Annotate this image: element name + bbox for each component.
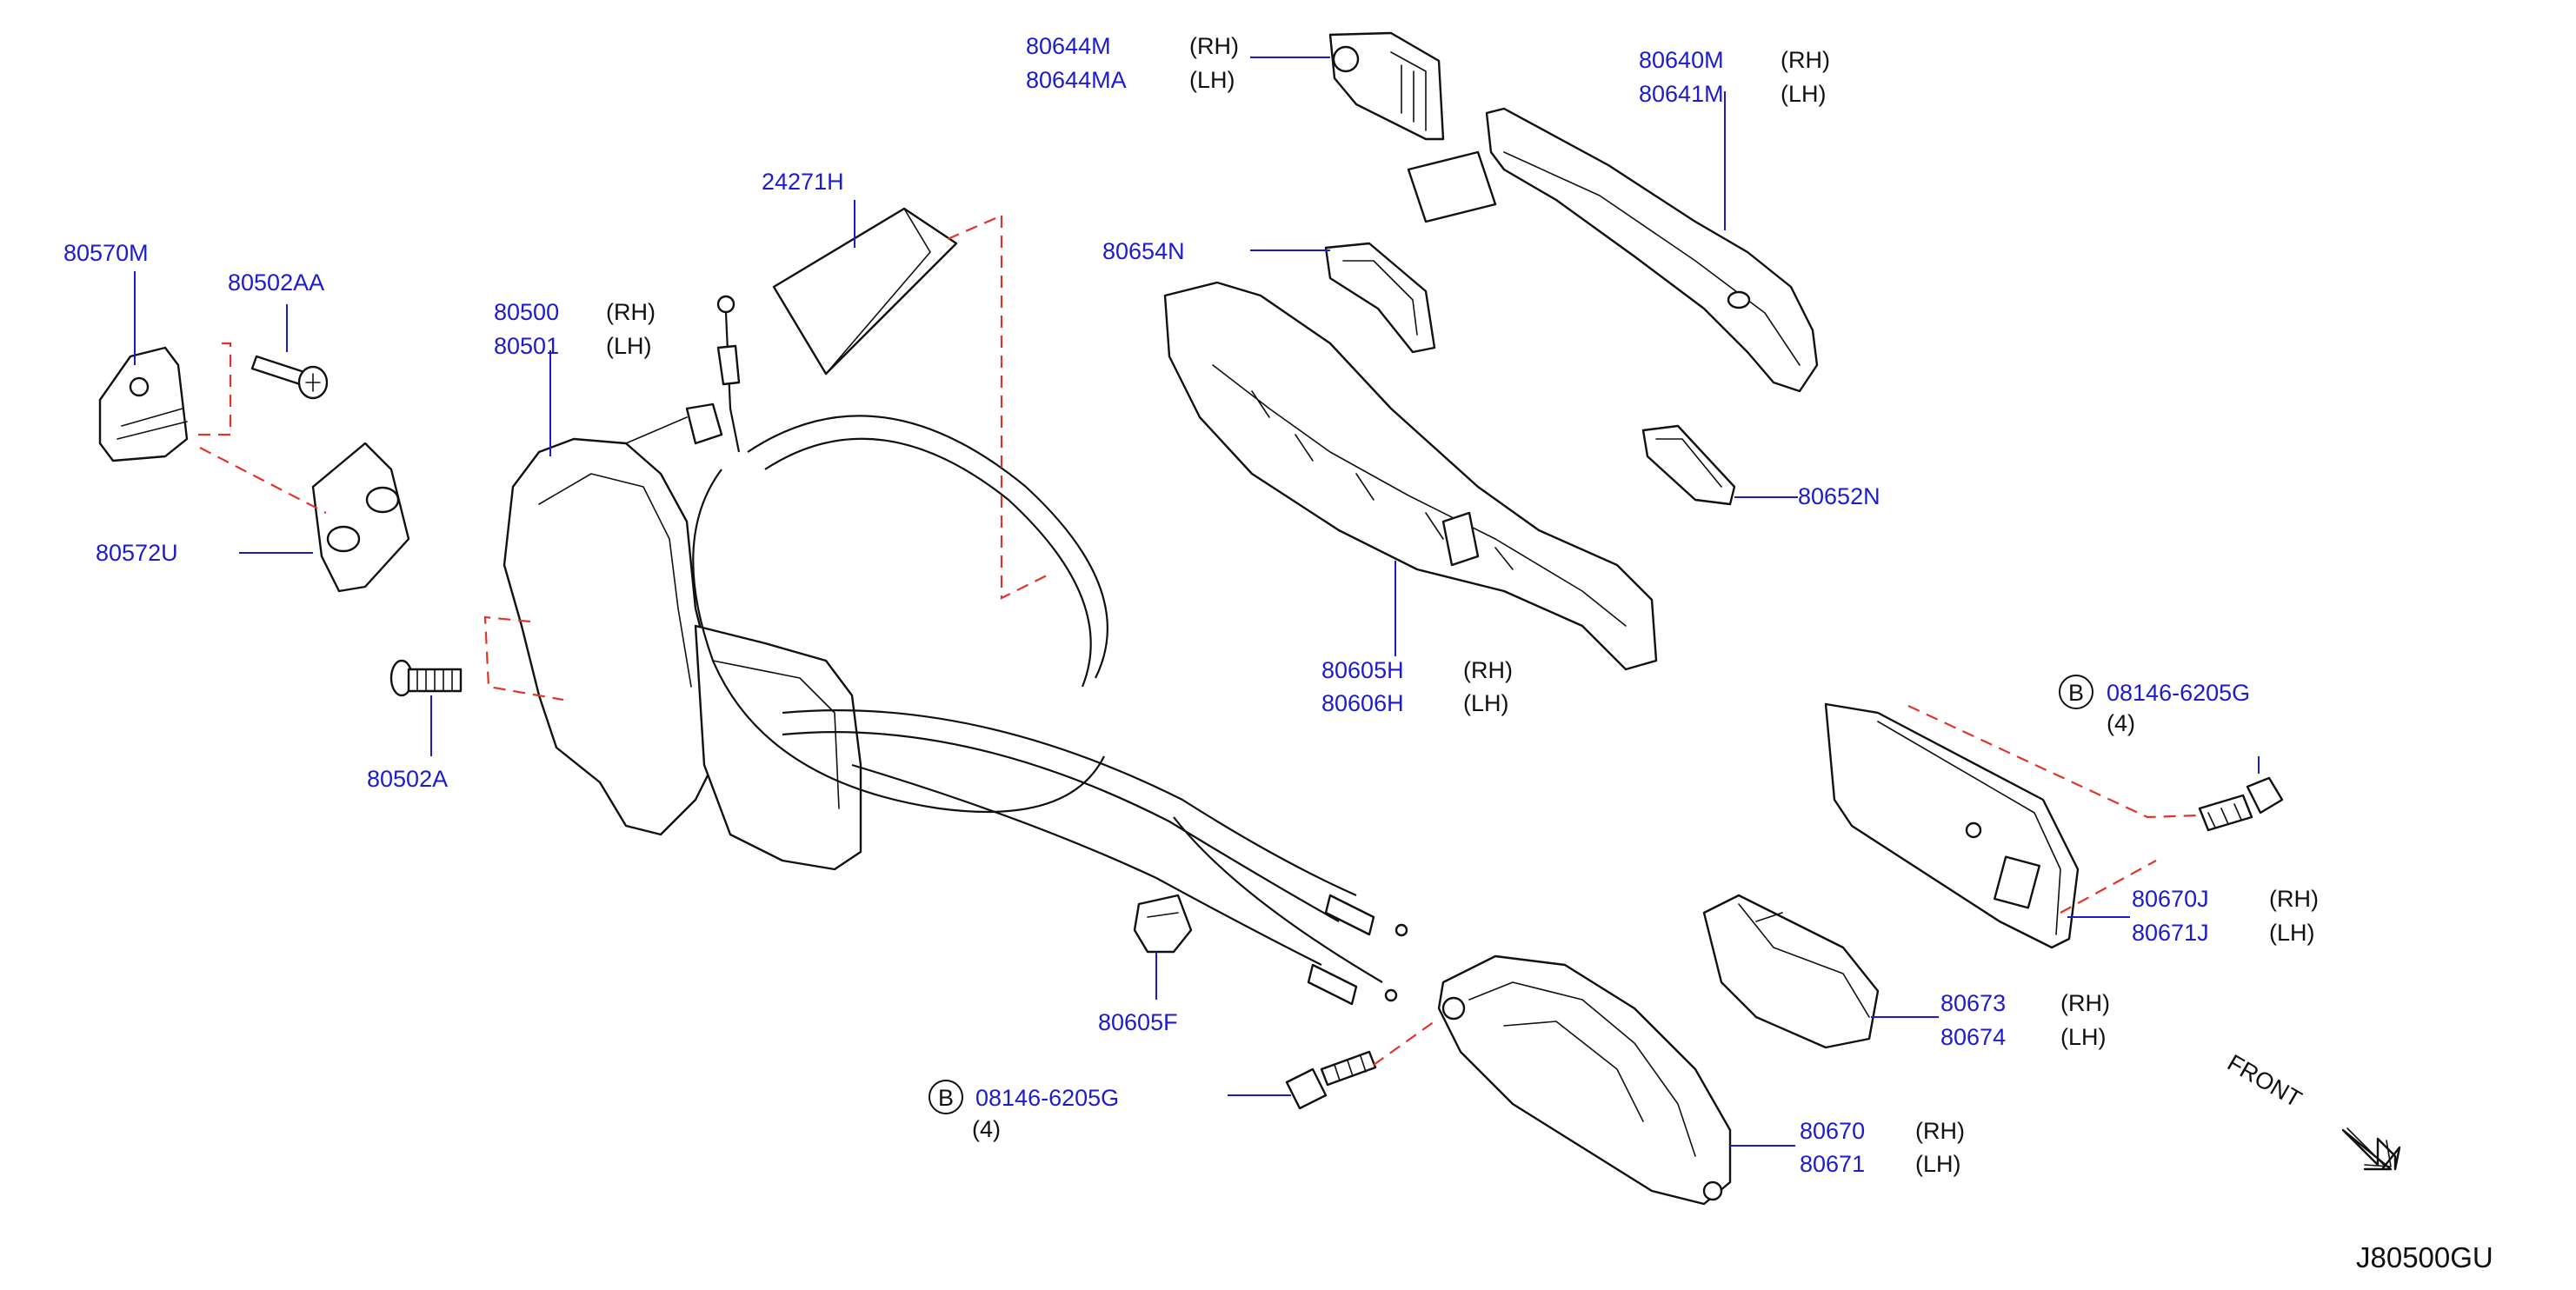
side-label: (RH) (1915, 1118, 1965, 1144)
part-number[interactable]: 80570M (63, 240, 149, 266)
callout-08146-left: B 08146-6205G (4) (929, 1080, 1119, 1142)
diagram-code: J80500GU (2356, 1241, 2493, 1273)
part-number[interactable]: 24271H (762, 169, 844, 195)
lock-rod (716, 295, 741, 453)
front-arrow-icon (2341, 1127, 2401, 1171)
callout-80502a: 80502A (367, 766, 448, 792)
part-number[interactable]: 80500 (494, 299, 559, 325)
callout-80652n: 80652N (1798, 483, 1880, 509)
striker-screw (250, 355, 329, 400)
side-label: (LH) (1915, 1151, 1961, 1177)
side-label: (RH) (1189, 33, 1239, 59)
outside-handle-bracket (1163, 281, 1658, 671)
side-label: (LH) (1189, 67, 1235, 93)
part-number[interactable]: 08146-6205G (975, 1085, 1119, 1111)
callout-80500: 80500 80501 (RH) (LH) (494, 299, 656, 359)
side-label: (LH) (1463, 690, 1509, 716)
side-label: (RH) (606, 299, 656, 325)
side-label: (RH) (1463, 657, 1513, 683)
callout-08146-right: B 08146-6205G (4) (2059, 675, 2250, 736)
part-number[interactable]: 08146-6205G (2107, 680, 2250, 706)
leader-lines (134, 57, 2260, 1147)
callout-80640m: 80640M 80641M (RH) (LH) (1639, 47, 1830, 107)
part-number[interactable]: 80644MA (1026, 67, 1127, 93)
callout-80572u: 80572U (96, 540, 178, 566)
outside-handle-escutcheon (1328, 31, 1445, 141)
dashed-reference-lines (191, 214, 2200, 1066)
bolt-left (1285, 1050, 1377, 1110)
bolt-right (2198, 776, 2284, 832)
actuator-screw (389, 659, 463, 697)
lock-cables (692, 415, 1408, 1006)
inside-handle-bracket (1824, 702, 2080, 949)
callout-80670: 80670 80671 (RH) (LH) (1800, 1118, 1965, 1177)
callout-80570m: 80570M (63, 240, 149, 266)
outside-door-handle (1407, 107, 1819, 393)
handle-gasket-front (1324, 242, 1436, 354)
part-number[interactable]: 80605F (1098, 1009, 1178, 1035)
side-label: (RH) (1781, 47, 1830, 73)
side-label: (LH) (1781, 81, 1827, 107)
part-number[interactable]: 80502A (367, 766, 448, 792)
part-number[interactable]: 80671 (1800, 1151, 1865, 1177)
part-number[interactable]: 80673 (1940, 990, 2006, 1016)
callout-80644m: 80644M 80644MA (RH) (LH) (1026, 33, 1239, 93)
side-label: (RH) (2060, 990, 2110, 1016)
callout-80605h: 80605H 80606H (RH) (LH) (1321, 657, 1513, 716)
part-number[interactable]: 80502AA (228, 269, 324, 296)
part-number[interactable]: 80606H (1321, 690, 1404, 716)
part-number[interactable]: 80640M (1639, 47, 1724, 73)
side-label: (RH) (2269, 886, 2319, 912)
cable-clip (1133, 894, 1193, 954)
callout-80673: 80673 80674 (RH) (LH) (1940, 990, 2110, 1050)
callout-24271h: 24271H (762, 169, 844, 195)
part-number[interactable]: 80652N (1798, 483, 1880, 509)
side-label: (LH) (2060, 1024, 2107, 1050)
bolt-marker-circle (2059, 675, 2093, 709)
callout-80502aa: 80502AA (228, 269, 324, 296)
side-label: (LH) (2269, 920, 2315, 946)
part-number[interactable]: 80644M (1026, 33, 1111, 59)
inside-door-handle (1437, 954, 1732, 1206)
callout-80654n: 80654N (1102, 238, 1185, 264)
part-number[interactable]: 80671J (2132, 920, 2209, 946)
quantity-label: (4) (2107, 710, 2135, 736)
front-label: FRONT (2223, 1049, 2306, 1112)
part-number[interactable]: 80670J (2132, 886, 2209, 912)
side-label: (LH) (606, 333, 652, 359)
inside-handle-cover (1702, 894, 1880, 1049)
part-number[interactable]: 80670 (1800, 1118, 1865, 1144)
part-number[interactable]: 80674 (1940, 1024, 2006, 1050)
wire-clip-pad (772, 207, 958, 376)
part-number[interactable]: 80641M (1639, 81, 1724, 107)
bolt-marker-circle (929, 1080, 963, 1114)
bolt-marker-label: B (938, 1085, 954, 1111)
striker-shim (311, 442, 410, 593)
handle-gasket-rear (1641, 424, 1736, 506)
door-striker (98, 346, 189, 462)
callout-80605f: 80605F (1098, 1009, 1178, 1035)
part-number[interactable]: 80501 (494, 333, 559, 359)
part-number[interactable]: 80572U (96, 540, 178, 566)
bolt-marker-label: B (2068, 680, 2084, 706)
part-number[interactable]: 80605H (1321, 657, 1404, 683)
door-lock-actuator (503, 402, 862, 871)
part-number[interactable]: 80654N (1102, 238, 1185, 264)
quantity-label: (4) (972, 1116, 1001, 1142)
callout-80670j: 80670J 80671J (RH) (LH) (2132, 886, 2319, 946)
